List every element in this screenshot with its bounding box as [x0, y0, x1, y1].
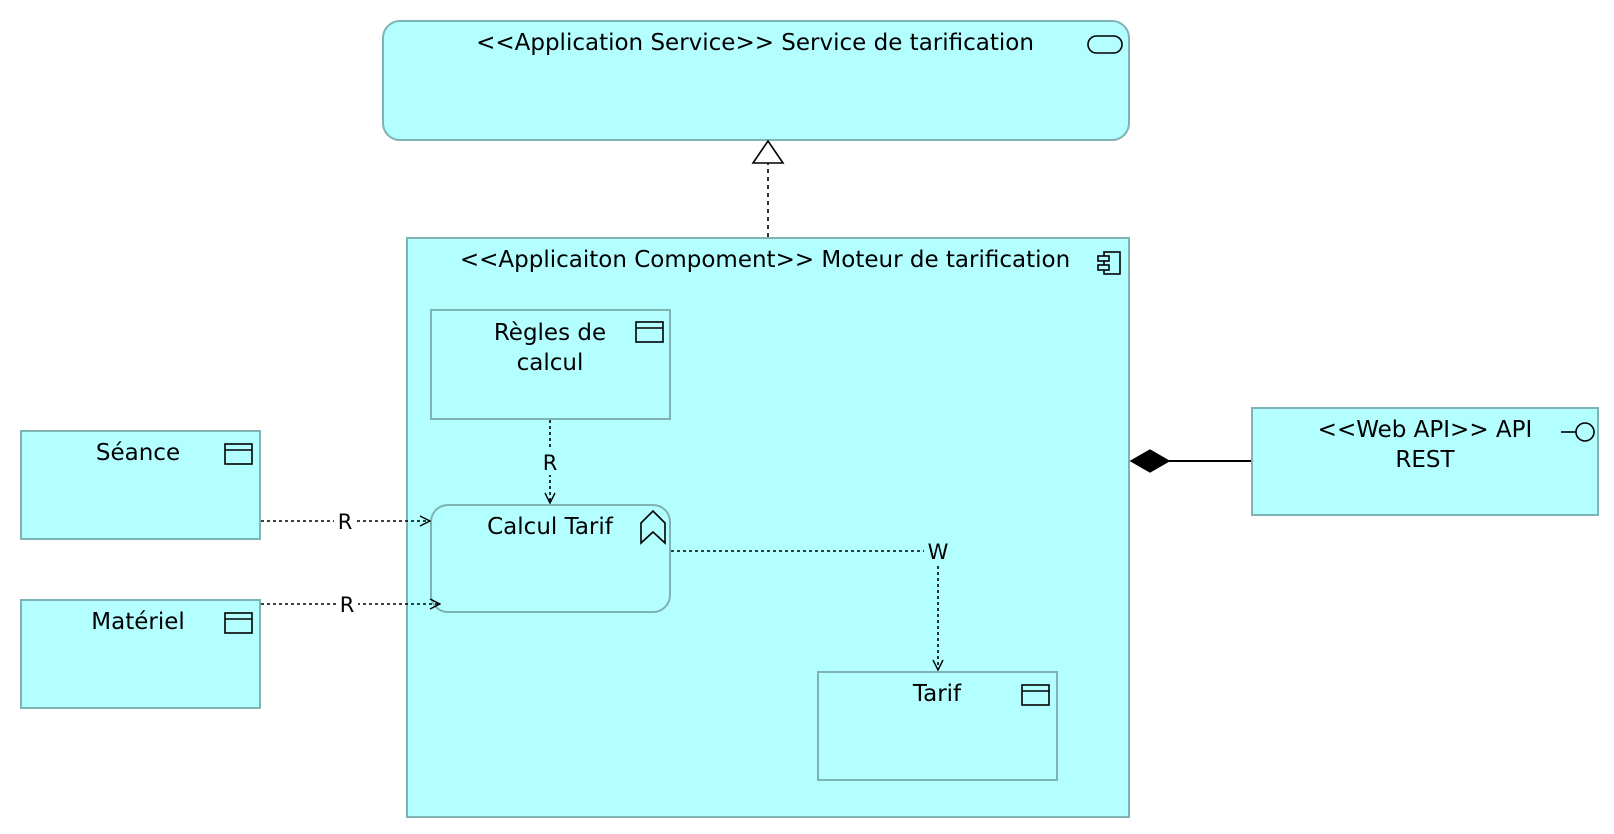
- web-api-node[interactable]: [1251, 407, 1599, 516]
- application-service-label: <<Application Service>> Service de tarif…: [476, 30, 1034, 56]
- access-edge-materiel-calcul[interactable]: [261, 591, 440, 617]
- edge-label-materiel: R: [340, 593, 355, 617]
- regles-calcul-label: Règles de calcul: [493, 320, 607, 376]
- tarif-label: Tarif: [912, 681, 962, 707]
- edge-label-regles: R: [543, 451, 558, 475]
- application-service-node[interactable]: [382, 20, 1130, 141]
- web-api-label: <<Web API>> API REST: [1317, 417, 1533, 473]
- materiel-node[interactable]: [20, 599, 261, 709]
- materiel-label: Matériel: [91, 609, 185, 635]
- regles-calcul-node[interactable]: [430, 309, 671, 420]
- calcul-tarif-node[interactable]: [430, 504, 671, 613]
- realization-edge[interactable]: [751, 139, 785, 237]
- seance-label: Séance: [95, 440, 181, 466]
- access-edge-seance-calcul[interactable]: [261, 508, 430, 534]
- tarif-node[interactable]: [817, 671, 1058, 781]
- access-edge-calcul-tarif[interactable]: [671, 538, 952, 670]
- seance-node[interactable]: [20, 430, 261, 540]
- edge-label-calcul-tarif: W: [928, 540, 949, 564]
- access-edge-regles-calcul[interactable]: [540, 420, 560, 503]
- edge-label-seance: R: [338, 510, 353, 534]
- calcul-tarif-label: Calcul Tarif: [487, 514, 613, 540]
- composition-edge[interactable]: [1129, 449, 1251, 473]
- application-component-label: <<Applicaiton Compoment>> Moteur de tari…: [459, 247, 1071, 273]
